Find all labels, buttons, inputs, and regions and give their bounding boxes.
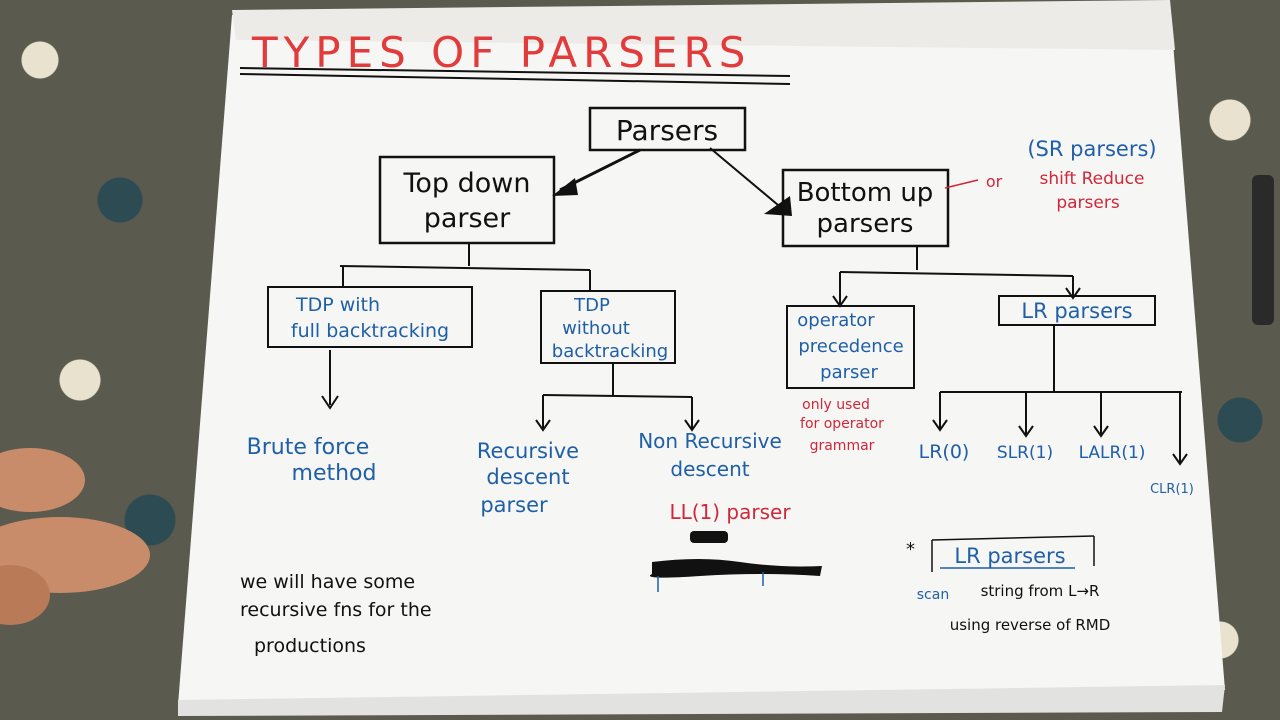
note-line1: we will have some [240,571,415,593]
lr-note-bracket-top [931,535,1095,541]
hand-finger-3 [0,565,50,625]
sr-or: or [986,172,1003,191]
arrowhead-bottom-up [764,196,792,216]
top-down-line1: Top down [403,168,531,199]
sr-parsers-word: parsers [1056,193,1120,213]
recursive-line2: descent [486,465,569,489]
lalr1-label: LALR(1) [1079,443,1146,463]
sr-parsers-note: (SR parsers) [1027,137,1156,161]
paper-sheet [178,5,1225,705]
tw-right-arrowhead [684,419,700,432]
non-recursive-line1: Non Recursive [638,429,782,453]
brute-arrowhead [321,395,339,410]
note-line3: productions [254,635,366,657]
hand-finger-1 [0,448,85,512]
clr-arrowhead [1172,453,1188,466]
tdp-full-line1: TDP with [295,294,380,316]
title-underline-2 [239,73,791,85]
title-underline-1 [239,67,791,77]
operator-note-2: for operator [800,416,884,432]
operator-line3: parser [820,362,878,383]
operator-line2: precedence [798,336,903,357]
lr-note-scan: scan [917,587,949,603]
lr-note-title: LR parsers [954,544,1065,568]
non-recursive-line2: descent [670,457,749,481]
operator-line1: operator [797,310,875,331]
recursive-line3: parser [480,493,548,517]
lr-note-star: * [906,539,915,560]
lr-note-rmd: using reverse of RMD [950,616,1111,634]
tdp-full-box [267,286,473,348]
lr-parsers-box [998,295,1156,326]
lr-note-string: string from L→R [981,582,1100,600]
sr-arrow [944,179,979,189]
td-branch [339,265,591,271]
operator-note-3: grammar [810,438,875,454]
tdp-without-line3: backtracking [552,341,668,362]
paper-top-fold [232,0,1175,50]
bu-branch [839,271,1074,277]
brute-force-line2: method [292,461,377,486]
parsers-label: Parsers [616,114,718,147]
operator-note-1: only used [802,397,870,413]
lr0-arrowhead [932,419,948,432]
bottom-up-box [781,168,950,248]
tdp-full-line2: full backtracking [291,320,449,342]
parsers-box [588,106,747,152]
sr-shift-reduce: shift Reduce [1040,169,1145,189]
slr-arrowhead [1018,425,1034,438]
tdp-without-line2: without [562,318,630,339]
paper-edge [178,685,1225,716]
bottom-up-line1: Bottom up [797,178,934,208]
note-line2: recursive fns for the [240,599,432,621]
tw-left-arrowhead [535,419,551,432]
tdp-without-line1: TDP [573,295,610,316]
tw-branch [542,394,693,398]
clr1-label: CLR(1) [1150,482,1194,497]
lalr-arrowhead [1093,425,1109,438]
lr0-label: LR(0) [919,441,970,463]
top-down-line2: parser [424,203,511,234]
arrow-to-bottom-up [709,147,779,206]
lr-parsers-label: LR parsers [1021,299,1132,323]
arrowhead-top-down [552,178,578,196]
pen [1252,175,1274,325]
bu-right-arrowhead [1065,287,1081,300]
ll1-parser: LL(1) parser [669,500,791,524]
recursive-line1: Recursive [477,439,579,463]
bottom-up-line2: parsers [817,209,914,239]
tdp-without-box [540,290,676,364]
slr1-label: SLR(1) [997,443,1053,463]
scribble-2 [650,559,822,578]
top-down-box [378,155,556,245]
scribble-1 [690,531,728,543]
operator-precedence-box [786,305,915,389]
brute-force-line1: Brute force [247,435,370,460]
